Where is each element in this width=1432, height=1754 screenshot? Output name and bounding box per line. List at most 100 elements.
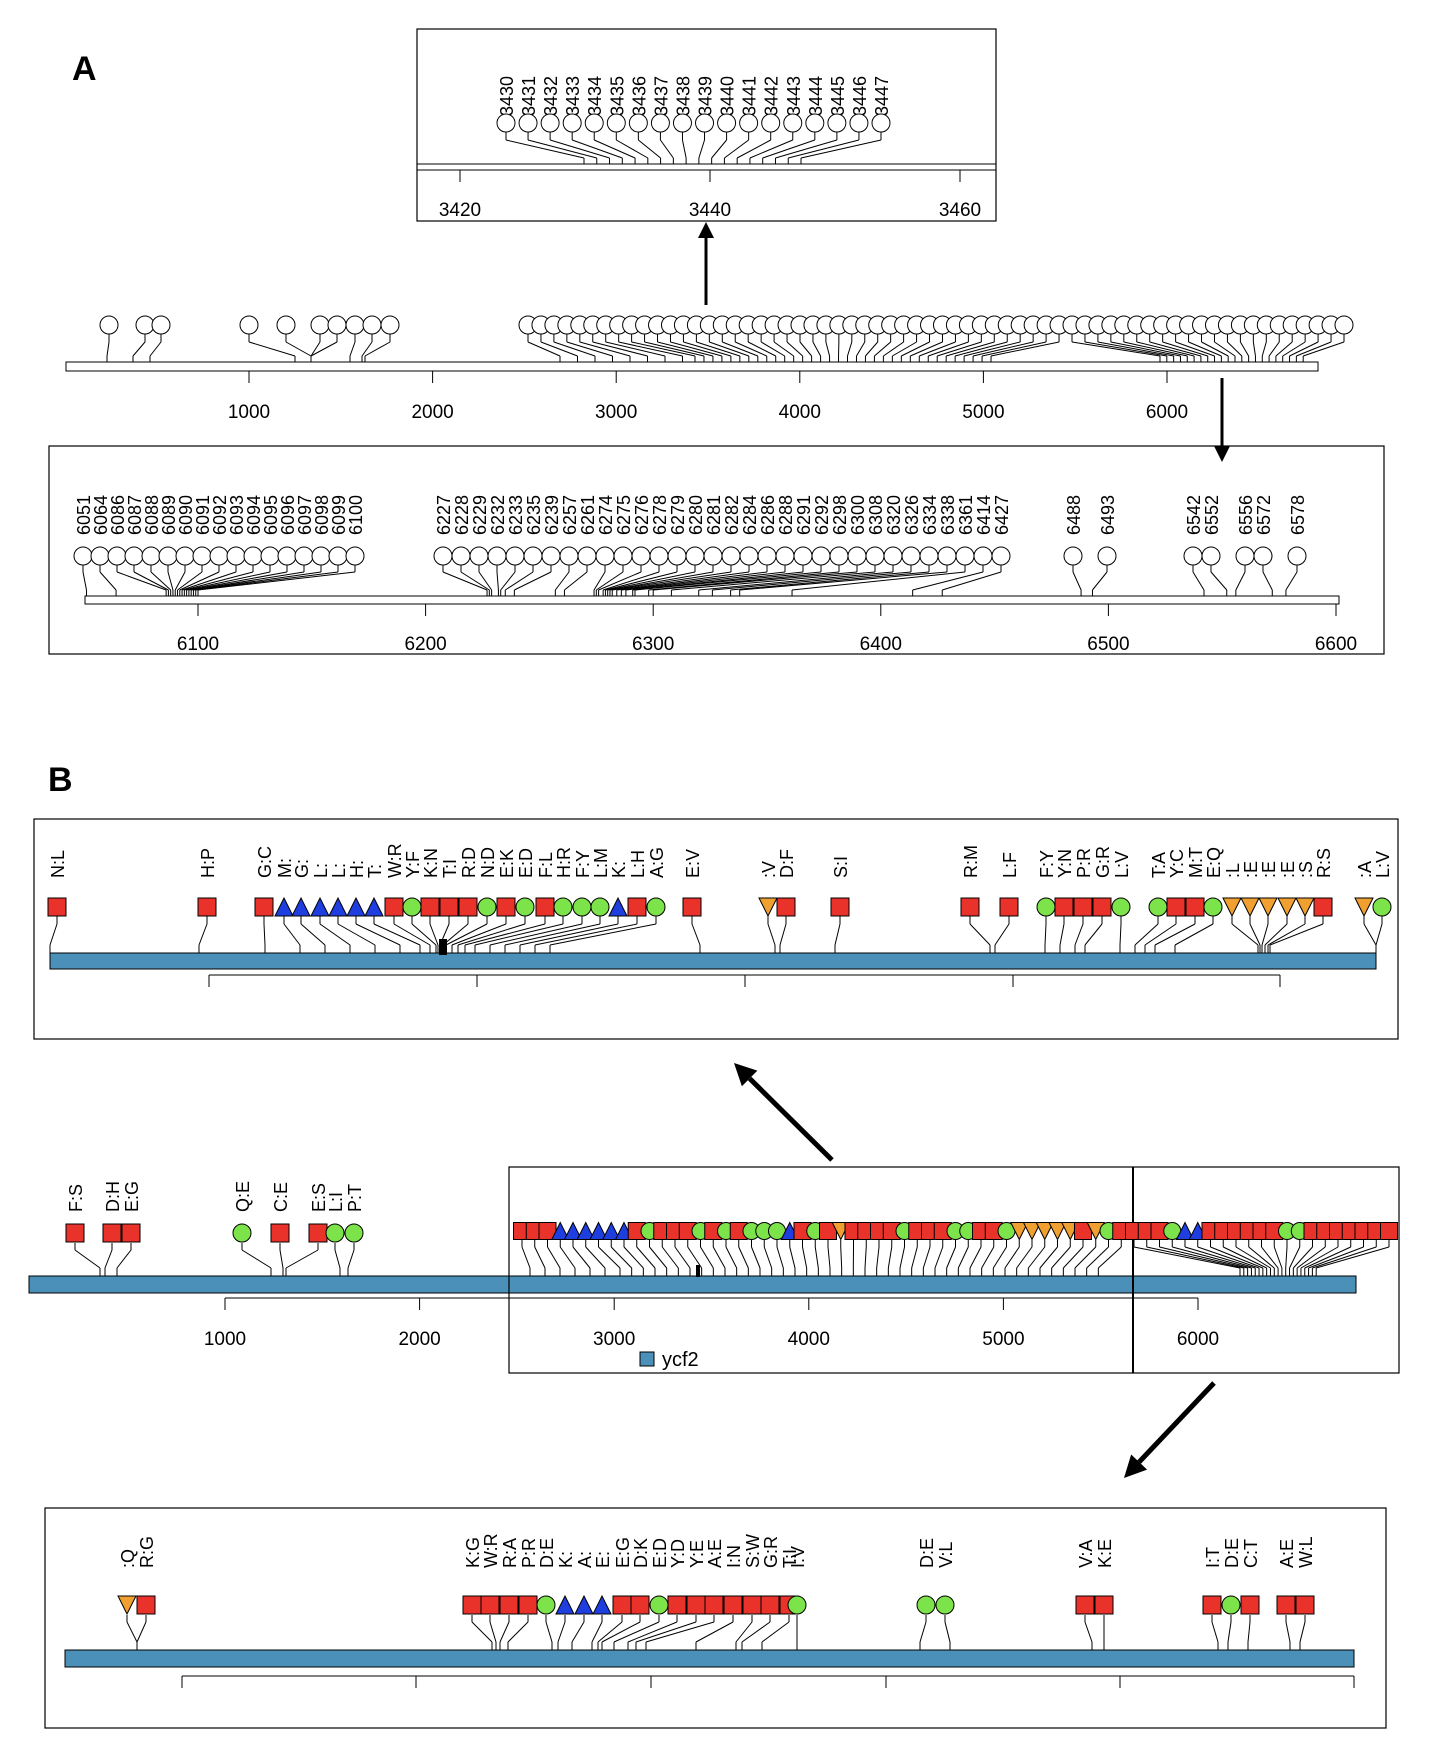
- site: [954, 315, 1017, 362]
- lollipop-stem: [519, 923, 619, 946]
- site: D:F: [776, 849, 797, 953]
- site-label: R:D: [459, 847, 479, 878]
- lollipop-stem: [1227, 1621, 1232, 1643]
- site-label: :E: [1259, 861, 1279, 878]
- site-label: L:V: [1112, 851, 1132, 878]
- site: 6235: [504, 495, 544, 596]
- site: [99, 315, 119, 362]
- site-label: 6578: [1288, 495, 1308, 535]
- site: 6338: [739, 495, 958, 596]
- site-label: 6051: [74, 495, 94, 535]
- arrow: [698, 222, 714, 305]
- site-marker-circle: [667, 546, 687, 566]
- site-marker-triangle-up: [328, 896, 348, 917]
- lollipop-stem: [1174, 923, 1214, 946]
- site: [132, 315, 155, 362]
- lollipop-stem: [361, 341, 373, 357]
- site-label: 3432: [541, 76, 561, 116]
- lollipop-stem: [496, 571, 499, 591]
- lollipop-stem: [946, 1246, 956, 1269]
- site-marker-circle: [590, 897, 610, 917]
- lollipop-stem: [1074, 1246, 1097, 1269]
- site-label: D:E: [1222, 1538, 1242, 1568]
- lollipop-stem: [442, 923, 469, 946]
- lollipop-stem: [310, 341, 338, 357]
- lollipop-stem: [197, 571, 356, 591]
- axis-tick-label: 1000: [204, 1329, 246, 1350]
- lollipop-stem: [724, 139, 749, 159]
- site: 6232: [487, 495, 508, 596]
- site-label: 6232: [488, 495, 508, 535]
- lollipop-stem: [1235, 1246, 1271, 1269]
- lollipop-stem: [1062, 1246, 1084, 1269]
- site: 6556: [1235, 495, 1256, 596]
- site: [1204, 315, 1236, 362]
- arrow-shaft: [1137, 1381, 1216, 1464]
- site-marker-square: [197, 897, 217, 917]
- site-marker-circle: [469, 546, 489, 566]
- lollipop-stem: [1149, 341, 1202, 357]
- axis-tick-label: 6000: [1146, 402, 1188, 423]
- site-label: C:T: [1241, 1539, 1261, 1568]
- site-marker-circle: [477, 897, 497, 917]
- site: 6099: [195, 495, 349, 596]
- lollipop-stem: [547, 1246, 561, 1269]
- site: P:R: [507, 1538, 539, 1650]
- site-label: :A: [1355, 861, 1375, 878]
- lollipop-stem: [534, 1246, 546, 1269]
- lollipop-stem: [722, 341, 758, 357]
- site-label: 6279: [668, 495, 688, 535]
- lollipop-stem: [489, 923, 583, 946]
- site: Y:C: [1144, 849, 1187, 953]
- lollipop-stem: [393, 923, 431, 946]
- lollipop-stem: [1188, 341, 1222, 357]
- site: [149, 315, 171, 362]
- site-label: 6326: [902, 495, 922, 535]
- site-marker-circle: [294, 546, 314, 566]
- lollipop-stem: [1308, 1246, 1364, 1269]
- site-label: 6488: [1064, 495, 1084, 535]
- lollipop-stem: [1201, 341, 1229, 357]
- lollipop-stem: [981, 341, 1047, 357]
- site-marker-circle: [775, 546, 795, 566]
- lollipop-stem: [1304, 1246, 1351, 1269]
- site-label: E:: [593, 1551, 613, 1568]
- lollipop-stem: [698, 571, 894, 591]
- axis-tick-label: 2000: [398, 1329, 440, 1350]
- lollipop-stem: [82, 571, 87, 591]
- site: L:M: [504, 848, 611, 953]
- site-marker-circle: [536, 1595, 556, 1615]
- site-label: 6334: [920, 495, 940, 535]
- lollipop-stem: [464, 923, 546, 946]
- site-label: 6086: [108, 495, 128, 535]
- site-label: M:T: [1186, 847, 1206, 878]
- axis-tick-label: 3000: [593, 1329, 635, 1350]
- site: M:: [274, 858, 301, 953]
- site-label: 6556: [1236, 495, 1256, 535]
- site-marker-circle: [572, 897, 592, 917]
- site-marker-circle: [1183, 546, 1203, 566]
- site-label: I:V: [788, 1546, 808, 1568]
- lollipop-stem: [605, 571, 678, 591]
- lollipop-stem: [445, 923, 488, 946]
- site: K:N: [420, 848, 441, 953]
- lollipop-stem: [191, 571, 305, 591]
- site-label: G:R: [761, 1536, 781, 1568]
- lollipop-stem: [847, 341, 853, 357]
- site: 6093: [181, 495, 247, 596]
- site-label: 6261: [578, 495, 598, 535]
- site-label: Y:E: [687, 1540, 707, 1568]
- lollipop-stem: [534, 923, 638, 946]
- site-marker-circle: [1201, 546, 1221, 566]
- arrow: [1214, 378, 1230, 462]
- lollipop-stem: [593, 571, 606, 591]
- lollipop-stem: [49, 923, 58, 946]
- site: D:E: [1221, 1538, 1242, 1650]
- site-marker-circle: [277, 546, 297, 566]
- lollipop-stem: [618, 341, 683, 357]
- site: C:T: [1240, 1539, 1261, 1650]
- site-label: 3434: [585, 76, 605, 116]
- site: D:E: [916, 1538, 937, 1650]
- site: [1004, 1222, 1029, 1276]
- site: [686, 315, 741, 362]
